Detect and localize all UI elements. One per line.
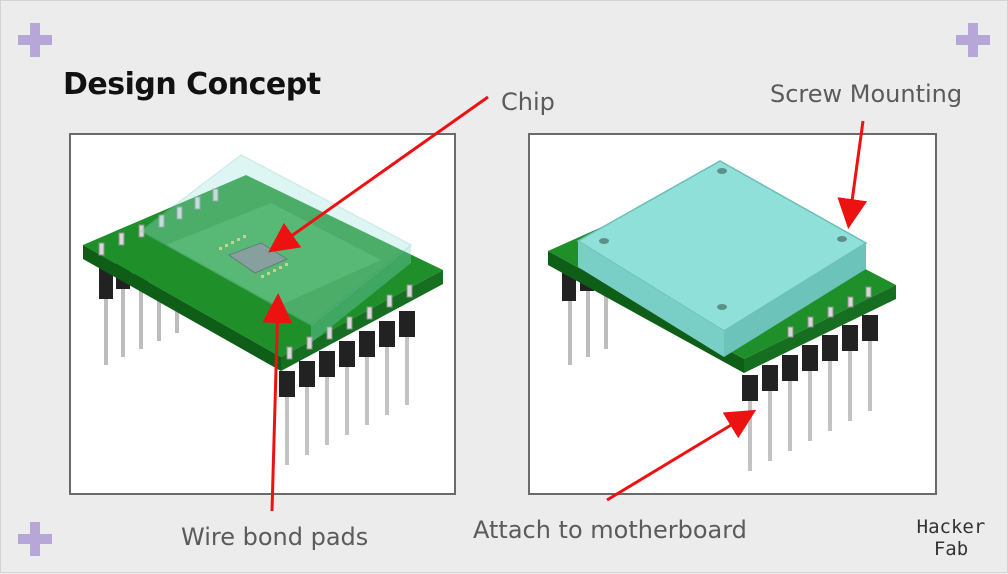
chip-carrier-closed-render <box>548 160 896 471</box>
attach-arrow <box>606 409 757 502</box>
attach-to-motherboard-label: Attach to motherboard <box>473 516 747 544</box>
screw-arrow <box>837 120 868 229</box>
render-panel-closed <box>528 133 937 495</box>
wire-bond-pads-label: Wire bond pads <box>181 523 369 551</box>
plus-decoration-bottom-left <box>18 522 52 556</box>
screw-mounting-label: Screw Mounting <box>770 80 963 108</box>
plus-decoration-top-left <box>18 23 52 57</box>
chip-label: Chip <box>501 88 555 116</box>
brand-line-1: Hacker <box>916 516 986 538</box>
slide-title: Design Concept <box>63 67 321 102</box>
plus-decoration-top-right <box>956 23 990 57</box>
hacker-fab-logo: Hacker Fab <box>906 516 996 560</box>
chip-arrow <box>268 95 489 253</box>
wire-bond-arrow <box>262 293 293 512</box>
brand-line-2: Fab <box>933 538 969 560</box>
